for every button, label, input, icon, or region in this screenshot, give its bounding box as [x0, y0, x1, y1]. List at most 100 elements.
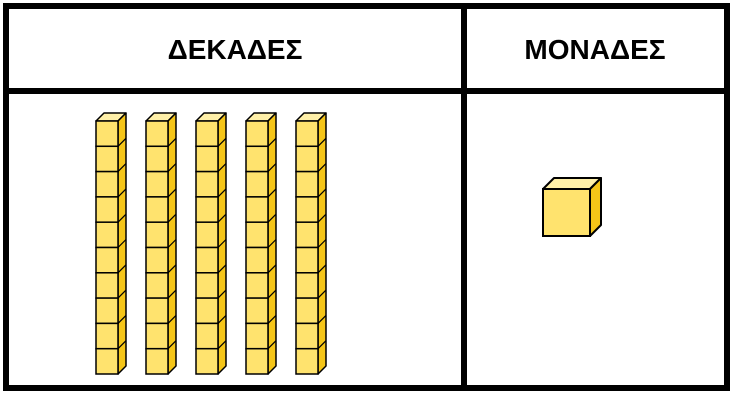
rod-side-seam	[317, 188, 327, 198]
rod-cube	[195, 120, 219, 148]
rod-cube	[145, 170, 169, 198]
rod-cube	[295, 322, 319, 350]
rod-side-seam	[117, 340, 127, 350]
rod-side-seam	[267, 239, 277, 248]
rod-cube	[95, 145, 119, 173]
rod-side-seam	[167, 213, 177, 223]
rod-cube	[145, 322, 169, 350]
rod-side-seam	[117, 137, 127, 147]
rod-cube	[245, 347, 269, 375]
rod-side-seam	[167, 188, 177, 198]
rod-cube	[145, 297, 169, 325]
rod-cube	[245, 297, 269, 325]
table-border	[3, 3, 730, 391]
rod-side-seam	[317, 340, 327, 350]
rod-cube	[95, 170, 119, 198]
rod-side-seam	[267, 340, 277, 350]
rod-side-seam	[167, 163, 177, 173]
tens-rod	[95, 112, 127, 375]
rod-side-seam	[117, 289, 127, 299]
rod-cube	[295, 120, 319, 148]
rod-cube	[145, 120, 169, 148]
rod-side-seam	[217, 163, 227, 173]
rod-side-seam	[217, 314, 227, 324]
tens-rod	[245, 112, 277, 375]
rod-cube	[95, 347, 119, 375]
rod-cube	[245, 196, 269, 223]
rod-side-seam	[317, 213, 327, 223]
rod-cube	[195, 221, 219, 249]
rod-side-seam	[117, 188, 127, 198]
rod-side-seam	[217, 340, 227, 350]
rod-side-seam	[167, 340, 177, 350]
rod-cube	[95, 322, 119, 350]
tens-rod	[295, 112, 327, 375]
unit-cube	[542, 177, 602, 237]
rod-side-seam	[267, 314, 277, 324]
rod-cube	[295, 347, 319, 375]
rod-side-seam	[117, 314, 127, 324]
rod-side-seam	[267, 188, 277, 198]
rod-side-seam	[117, 239, 127, 248]
rod-cube	[295, 145, 319, 173]
unit-cube-side	[589, 177, 602, 237]
rod-side-seam	[167, 137, 177, 147]
tens-rod	[145, 112, 177, 375]
rod-cube	[295, 170, 319, 198]
rod-cube	[195, 196, 219, 223]
rod-cube	[245, 221, 269, 249]
rod-cube	[245, 272, 269, 299]
tens-cell	[95, 112, 327, 375]
rod-side-seam	[117, 264, 127, 274]
rod-side-seam	[167, 264, 177, 274]
rod-side-seam	[317, 137, 327, 147]
rod-side-seam	[217, 239, 227, 248]
rod-side-seam	[267, 213, 277, 223]
ones-cell	[542, 177, 602, 237]
rod-cube	[245, 246, 269, 274]
rod-cube	[195, 145, 219, 173]
rod-cube	[295, 272, 319, 299]
rod-cube	[195, 297, 219, 325]
unit-cube-front	[542, 188, 591, 237]
rod-cube	[245, 170, 269, 198]
rod-side-seam	[267, 137, 277, 147]
rod-cube	[195, 246, 219, 274]
rod-cube	[195, 170, 219, 198]
rod-cube	[245, 120, 269, 148]
rod-side-seam	[167, 289, 177, 299]
rod-side-seam	[217, 137, 227, 147]
rod-cube	[295, 297, 319, 325]
rod-side-seam	[167, 314, 177, 324]
rod-cube	[145, 221, 169, 249]
rod-side-seam	[317, 289, 327, 299]
rod-side-seam	[267, 163, 277, 173]
rod-side-seam	[317, 314, 327, 324]
rod-cube	[195, 322, 219, 350]
rod-side-seam	[117, 213, 127, 223]
rod-cube	[95, 297, 119, 325]
rod-side-seam	[317, 163, 327, 173]
rod-cube	[95, 246, 119, 274]
rod-cube	[195, 347, 219, 375]
rod-cube	[95, 221, 119, 249]
rod-cube	[145, 196, 169, 223]
rod-side-seam	[317, 264, 327, 274]
rod-side-seam	[217, 213, 227, 223]
rod-cube	[145, 246, 169, 274]
rod-side-seam	[217, 264, 227, 274]
rod-cube	[145, 272, 169, 299]
rod-side-seam	[317, 239, 327, 248]
rod-side-seam	[217, 188, 227, 198]
rod-cube	[95, 272, 119, 299]
rod-cube	[195, 272, 219, 299]
rod-cube	[295, 221, 319, 249]
rod-side-seam	[217, 289, 227, 299]
rod-cube	[95, 120, 119, 148]
rod-cube	[145, 145, 169, 173]
rod-side-seam	[267, 264, 277, 274]
rod-side-seam	[117, 163, 127, 173]
rod-side-seam	[267, 289, 277, 299]
ones-header: ΜΟΝΑΔΕΣ	[524, 34, 665, 65]
